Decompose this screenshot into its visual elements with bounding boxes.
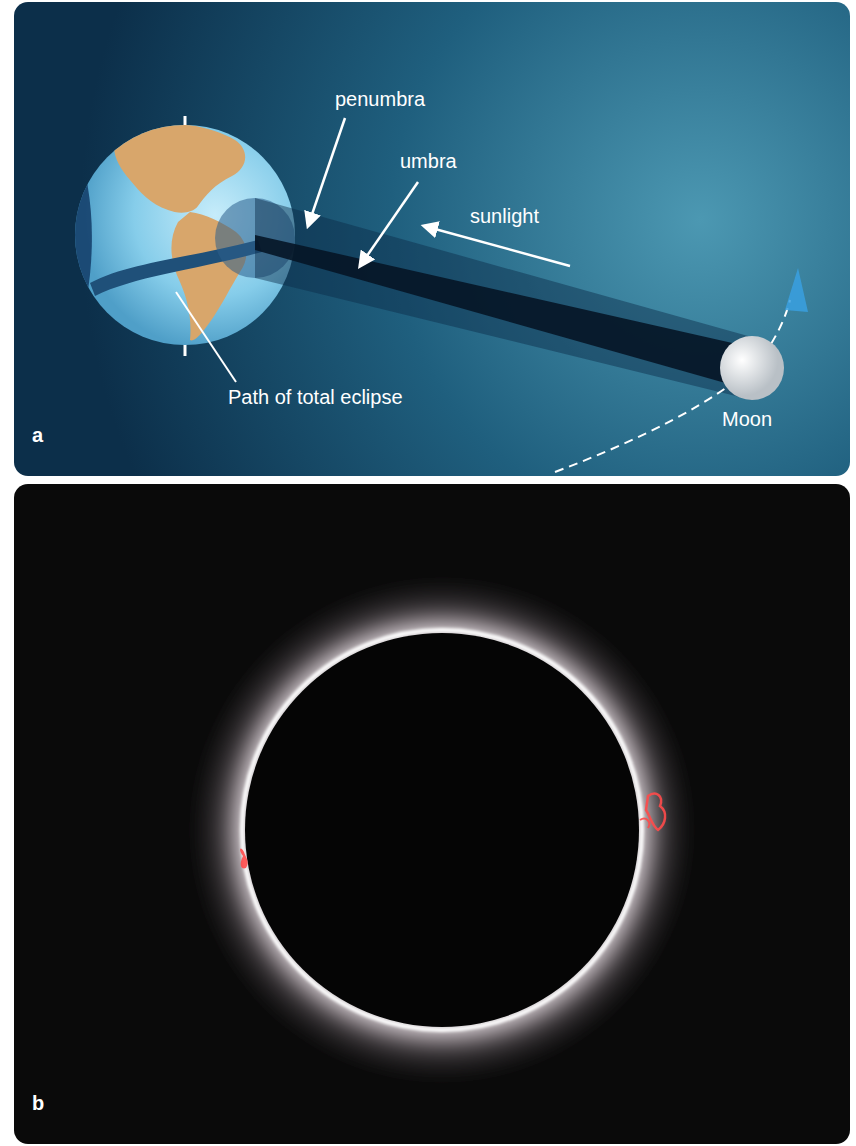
orbit-arrow — [785, 268, 808, 312]
light-label: sunlight — [470, 205, 539, 228]
panel-ground — [14, 484, 850, 1144]
moon-orbit — [555, 300, 790, 472]
panel-ground — [14, 2, 850, 476]
path-label: Path of total eclipse — [228, 386, 403, 409]
leader-arrow — [360, 182, 418, 266]
leader-line — [176, 292, 236, 382]
shadow-label: penumbra — [335, 88, 425, 111]
umbra-shadow — [255, 235, 750, 390]
moon — [720, 336, 784, 400]
body-label: Moon — [722, 408, 772, 431]
eclipse-photo — [192, 580, 692, 1080]
sunlight-arrow — [424, 226, 570, 266]
leader-arrow — [308, 118, 345, 226]
shadow-label: umbra — [400, 150, 457, 173]
penumbra-shadow — [255, 198, 752, 400]
panel-letter: b — [32, 1092, 44, 1115]
panel-letter: a — [32, 424, 43, 447]
